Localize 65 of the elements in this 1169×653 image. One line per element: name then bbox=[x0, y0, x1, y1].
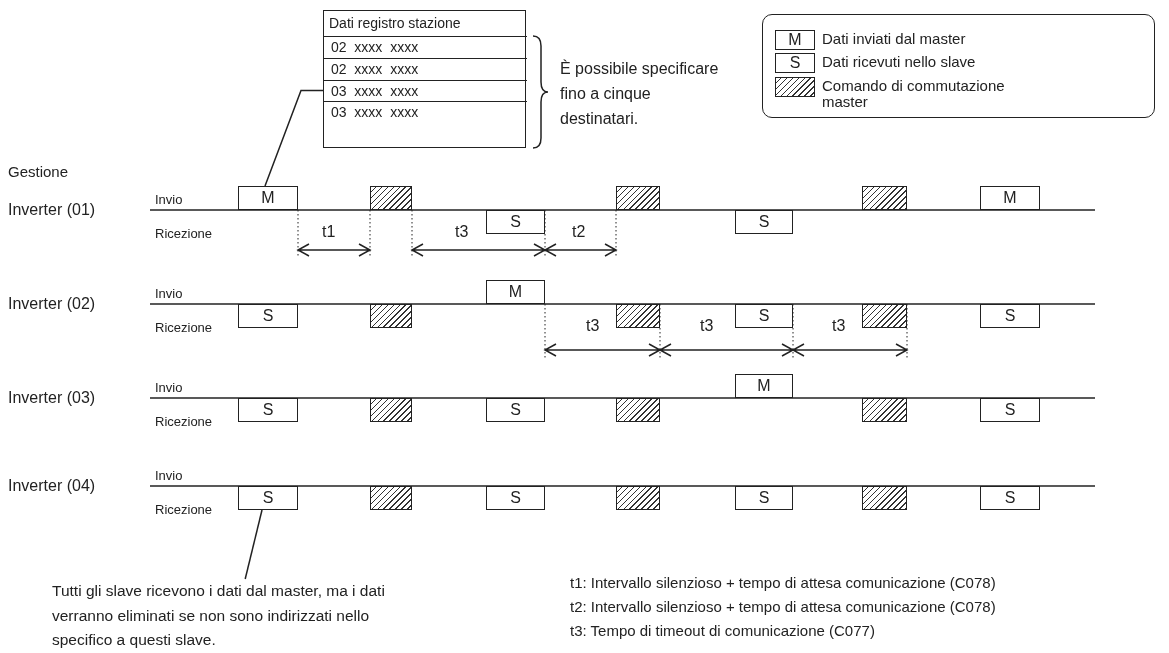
device-label: Inverter (02) bbox=[8, 294, 96, 314]
time-label: t1 bbox=[322, 222, 336, 242]
time-label: t2 bbox=[572, 222, 586, 242]
data-frame-box: S bbox=[735, 486, 793, 510]
time-label: t3 bbox=[832, 316, 846, 336]
hatched-frame-box bbox=[370, 486, 412, 510]
table-row: 02 xxxx xxxx bbox=[324, 36, 527, 58]
definition-text: t3: Tempo di timeout di comunicazione (C077) bbox=[570, 622, 875, 640]
leader-line bbox=[264, 89, 325, 187]
channel-label: Invio bbox=[155, 468, 183, 484]
hatched-frame-box bbox=[862, 186, 907, 210]
legend-symbol: S bbox=[775, 53, 815, 73]
leader-line bbox=[244, 509, 263, 580]
channel-label: Ricezione bbox=[155, 320, 213, 336]
channel-label: Ricezione bbox=[155, 414, 213, 430]
table-row: 02 xxxx xxxx bbox=[324, 58, 527, 80]
data-frame-box: S bbox=[735, 304, 793, 328]
channel-label: Invio bbox=[155, 192, 183, 208]
definition-text: t1: Intervallo silenzioso + tempo di attesa comunicazione (C078) bbox=[570, 574, 996, 592]
channel-label: Invio bbox=[155, 380, 183, 396]
table-header: Dati registro stazione bbox=[329, 15, 461, 32]
legend-text: Dati ricevuti nello slave bbox=[822, 54, 977, 70]
hatched-frame-box bbox=[616, 186, 660, 210]
legend-text: Dati inviati dal master bbox=[822, 31, 967, 47]
hatched-frame-box bbox=[862, 304, 907, 328]
channel-label: Invio bbox=[155, 286, 183, 302]
time-label: t3 bbox=[586, 316, 600, 336]
data-frame-box: S bbox=[980, 304, 1040, 328]
data-frame-box: S bbox=[735, 210, 793, 234]
table-row: 03 xxxx xxxx bbox=[324, 101, 527, 123]
data-frame-box: S bbox=[486, 398, 545, 422]
legend-text: Comando di commutazione master bbox=[822, 78, 1006, 110]
data-frame-box: S bbox=[486, 210, 545, 234]
definition-text: t2: Intervallo silenzioso + tempo di attesa comunicazione (C078) bbox=[570, 598, 996, 616]
hatched-frame-box bbox=[616, 398, 660, 422]
hatched-frame-box bbox=[862, 398, 907, 422]
device-label: Inverter (04) bbox=[8, 476, 96, 496]
data-frame-box: S bbox=[980, 398, 1040, 422]
data-frame-box: S bbox=[486, 486, 545, 510]
time-label: t3 bbox=[455, 222, 469, 242]
note-text: È possibile specificare fino a cinque destinatari. bbox=[560, 58, 720, 129]
row-heading: Gestione bbox=[8, 163, 69, 181]
device-label: Inverter (01) bbox=[8, 200, 96, 220]
device-label: Inverter (03) bbox=[8, 388, 96, 408]
data-frame-box: M bbox=[486, 280, 545, 304]
legend-symbol: M bbox=[775, 30, 815, 50]
channel-label: Ricezione bbox=[155, 226, 213, 242]
channel-label: Ricezione bbox=[155, 502, 213, 518]
register-table bbox=[323, 10, 526, 148]
hatched-frame-box bbox=[370, 186, 412, 210]
hatched-frame-box bbox=[862, 486, 907, 510]
hatched-frame-box bbox=[616, 486, 660, 510]
data-frame-box: M bbox=[735, 374, 793, 398]
hatched-frame-box bbox=[616, 304, 660, 328]
time-label: t3 bbox=[700, 316, 714, 336]
data-frame-box: M bbox=[238, 186, 298, 210]
table-row: 03 xxxx xxxx bbox=[324, 80, 527, 101]
data-frame-box: S bbox=[238, 398, 298, 422]
note-text: Tutti gli slave ricevono i dati dal master, ma i dati verranno eliminati se non sono indirizzati nello specifico a questi slave. bbox=[52, 579, 397, 653]
hatched-frame-box bbox=[370, 304, 412, 328]
hatched-frame-box bbox=[370, 398, 412, 422]
data-frame-box: S bbox=[980, 486, 1040, 510]
data-frame-box: M bbox=[980, 186, 1040, 210]
data-frame-box: S bbox=[238, 486, 298, 510]
data-frame-box: S bbox=[238, 304, 298, 328]
